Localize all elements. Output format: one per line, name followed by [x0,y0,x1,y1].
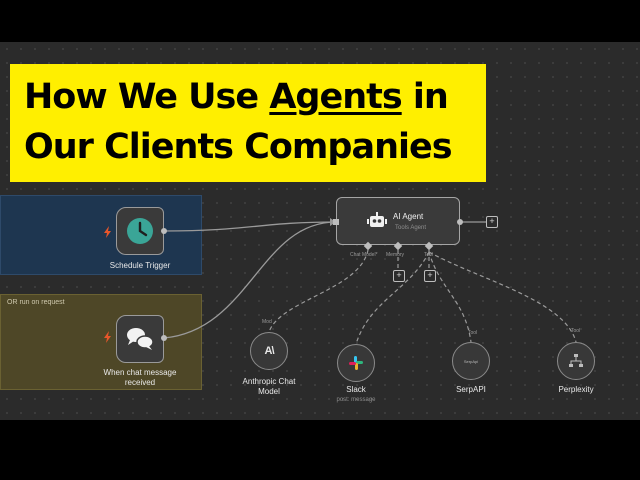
chat-trigger-label: When chat message received [80,368,200,388]
banner-text-end: in [401,77,449,117]
chat-trigger-label-line1: When chat message [103,368,177,377]
chat-bubbles-icon [127,328,154,350]
chat-output-port[interactable] [161,335,167,341]
lightning-icon [104,331,111,343]
banner-text: How We Use [24,77,270,117]
anthropic-icon: A\ [264,345,275,357]
slack-sublabel: post: message [336,397,376,403]
ai-agent-subtitle: Tools Agent [395,225,427,231]
add-node-button[interactable]: + [486,216,498,228]
clock-icon [127,218,153,244]
chat-trigger-label-line2: received [124,378,156,387]
add-tool-button[interactable]: + [424,270,436,282]
perplexity-node[interactable] [557,342,595,380]
anthropic-label-line2: Model [258,387,280,396]
slack-node[interactable] [337,344,375,382]
ai-agent-node[interactable]: AI Agent Tools Agent [336,197,460,245]
lightning-icon [104,226,111,238]
serpapi-port-label: Tool [468,330,478,336]
anthropic-label-line1: Anthropic Chat [242,377,296,386]
schedule-trigger-label: Schedule Trigger [109,261,171,270]
banner-line-2: Our Clients Companies [24,127,453,167]
memory-port-label: Memory [386,252,405,258]
network-icon [569,354,583,367]
title-banner: How We Use Agents in Our Clients Compani… [10,64,486,182]
serpapi-label: SerpAPI [456,385,486,394]
perplexity-label: Perplexity [558,385,594,394]
robot-icon [367,212,387,227]
chat-model-port-label: Chat Model* [350,252,378,258]
sticky-note-text: OR run on request [7,299,65,306]
serpapi-node[interactable]: SerpApi [452,342,490,380]
anthropic-chat-model-node[interactable]: A\ [250,332,288,370]
schedule-trigger-node[interactable] [116,207,164,255]
anthropic-port-label: Mod [262,319,272,325]
schedule-output-port[interactable] [161,228,167,234]
tool-port-label: Tool [424,252,434,258]
banner-underlined-word: Agents [269,77,402,117]
anthropic-label: Anthropic Chat Model [219,377,319,397]
sticky-note-yellow[interactable]: OR run on request [0,294,202,390]
ai-agent-output-port[interactable] [457,219,463,225]
chat-trigger-node[interactable] [116,315,164,363]
sticky-note-blue[interactable] [0,195,202,275]
ai-agent-input-port[interactable] [333,219,339,225]
ai-agent-title: AI Agent [393,212,424,221]
slack-icon [349,356,363,370]
slack-label: Slack [346,385,366,394]
serpapi-icon: SerpApi [463,358,479,364]
add-memory-button[interactable]: + [393,270,405,282]
perplexity-port-label: Tool [571,328,581,334]
